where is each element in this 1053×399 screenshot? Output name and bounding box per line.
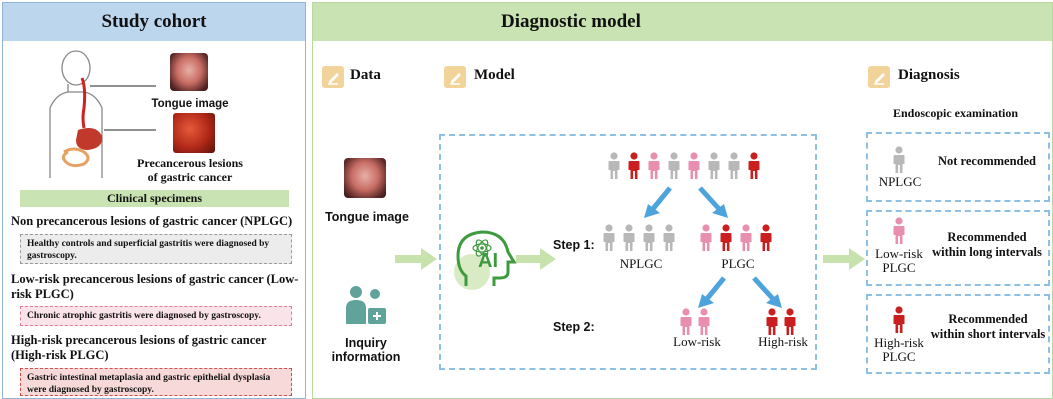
high-risk-label: High-risk — [758, 334, 808, 349]
low-risk-label: Low-risk — [673, 334, 721, 349]
split-arrows — [698, 276, 782, 308]
arrow-right-icon — [395, 248, 437, 270]
study-cohort-title: Study cohort — [3, 3, 305, 41]
category-nplgc-desc: Healthy controls and superficial gastrit… — [20, 234, 292, 264]
step2-label: Step 2: — [553, 320, 595, 334]
doctor-patient-icon — [346, 286, 386, 324]
diagnosis-high-risk-group-line1: High-risk — [874, 335, 924, 350]
category-nplgc: Non precancerous lesions of gastric canc… — [11, 214, 293, 228]
person-icon-red — [893, 306, 905, 333]
lesion-photo — [173, 113, 215, 153]
ai-label: AI — [478, 250, 498, 272]
diagnosis-long-intervals: Recommended within long intervals — [926, 230, 1048, 260]
diagnosis-box-low-risk — [866, 210, 1050, 286]
diagnosis-box-high-risk — [866, 294, 1050, 374]
people-group-plgc — [700, 224, 772, 251]
endoscopic-examination-label: Endoscopic examination — [893, 106, 1019, 120]
diagnosis-long-intervals-line1: Recommended — [947, 230, 1027, 244]
diagnosis-box-nplgc — [866, 132, 1050, 202]
pen-icon — [444, 66, 466, 88]
diagnostic-model-panel: Diagnostic model — [312, 2, 1053, 399]
category-high-risk-desc: Gastric intestinal metaplasia and gastri… — [20, 368, 292, 396]
diagnosis-short-intervals-line2: within short intervals — [930, 327, 1046, 341]
split-arrows — [644, 186, 728, 218]
human-body-illustration — [49, 50, 156, 178]
category-low-risk: Low-risk precancerous lesions of gastric… — [11, 272, 299, 301]
model-heading: Model — [474, 67, 515, 83]
ai-head-icon — [454, 230, 517, 290]
step1-label: Step 1: — [553, 238, 595, 252]
pen-icon — [868, 66, 890, 88]
tongue-photo — [344, 158, 386, 198]
people-row-mixed — [608, 152, 760, 179]
person-icon-gray — [608, 152, 620, 179]
person-icon-pink — [893, 217, 905, 244]
diagnosis-high-risk-group: High-risk PLGC — [868, 336, 930, 364]
tongue-photo — [170, 53, 208, 91]
person-icon-pink — [648, 152, 660, 179]
person-icon-red — [628, 152, 640, 179]
lesion-label-line1: Precancerous lesions — [137, 156, 243, 170]
person-icon-pink — [688, 152, 700, 179]
pen-icon — [322, 66, 344, 88]
diagnosis-high-risk-group-line2: PLGC — [882, 349, 916, 364]
tongue-image-label: Tongue image — [151, 98, 229, 110]
nplgc-label: NPLGC — [619, 256, 663, 271]
inquiry-information-label: Inquiry information — [331, 336, 401, 364]
person-icon-red — [748, 152, 760, 179]
diagnosis-not-recommended: Not recommended — [937, 154, 1036, 168]
category-low-risk-desc: Chronic atrophic gastritis were diagnose… — [20, 306, 292, 326]
person-icon-gray — [668, 152, 680, 179]
people-group-nplgc — [603, 224, 675, 251]
diagnosis-short-intervals-line1: Recommended — [948, 312, 1028, 326]
lesion-label: Precancerous lesions of gastric cancer — [125, 156, 255, 184]
arrow-right-icon — [516, 248, 556, 270]
person-icon-gray — [728, 152, 740, 179]
person-icon-gray — [893, 146, 905, 173]
diagnostic-model-title: Diagnostic model — [313, 3, 1052, 41]
data-heading: Data — [350, 67, 381, 83]
diagnosis-nplgc-group: NPLGC — [878, 174, 922, 189]
diagnosis-low-risk-group-line2: PLGC — [882, 260, 916, 275]
arrow-right-icon — [823, 248, 865, 270]
clinical-specimens-bar: Clinical specimens — [20, 190, 289, 207]
category-high-risk: High-risk precancerous lesions of gastri… — [11, 333, 267, 362]
plgc-label: PLGC — [721, 256, 755, 271]
lesion-label-line2: of gastric cancer — [147, 170, 233, 184]
tongue-image-label: Tongue image — [325, 210, 409, 224]
person-icon-gray — [708, 152, 720, 179]
diagnosis-short-intervals: Recommended within short intervals — [926, 312, 1050, 342]
diagnosis-heading: Diagnosis — [898, 67, 960, 83]
diagnosis-low-risk-group: Low-risk PLGC — [870, 247, 928, 275]
diagnosis-low-risk-group-line1: Low-risk — [875, 246, 923, 261]
diagnosis-long-intervals-line2: within long intervals — [932, 245, 1042, 259]
model-box — [439, 134, 817, 370]
